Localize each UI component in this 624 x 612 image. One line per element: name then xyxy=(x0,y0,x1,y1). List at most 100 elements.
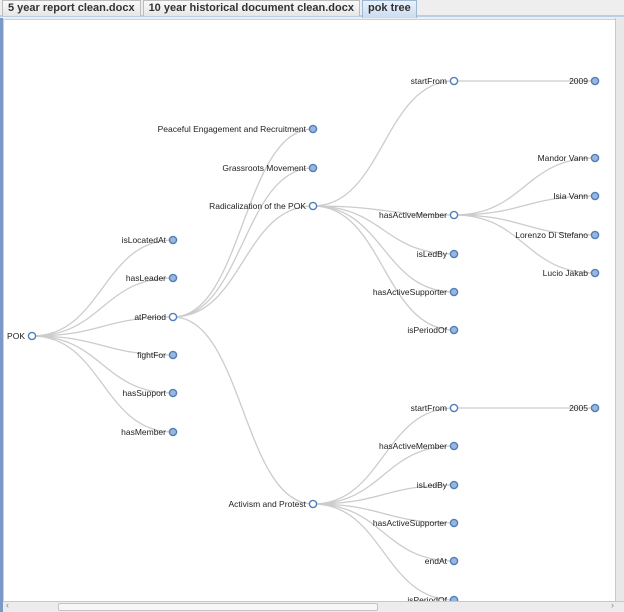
tree-node-label[interactable]: endAt xyxy=(425,556,448,566)
tree-node-label[interactable]: Peaceful Engagement and Recruitment xyxy=(158,124,307,134)
tree-node-label[interactable]: isLedBy xyxy=(417,249,448,259)
tree-node-label[interactable]: Mandor Vann xyxy=(538,153,589,163)
tree-node-label[interactable]: Lorenzo Di Stefano xyxy=(515,230,588,240)
tree-canvas: POK isLocatedAt hasLeader atPeriod Peaceful … xyxy=(3,19,616,603)
scroll-left-arrow-icon[interactable]: ‹ xyxy=(6,600,9,610)
tree-node-label[interactable]: startFrom xyxy=(411,76,447,86)
expanded-node-circle-icon[interactable] xyxy=(27,331,37,341)
tree-node[interactable]: hasLeader xyxy=(126,273,178,283)
vertical-scrollbar[interactable] xyxy=(615,18,624,603)
tree-node[interactable]: hasSupport xyxy=(123,388,178,398)
tree-link xyxy=(312,503,455,562)
collapsed-node-circle-icon[interactable] xyxy=(168,235,178,245)
collapsed-node-circle-icon[interactable] xyxy=(590,268,600,278)
tree-node-label[interactable]: hasActiveMember xyxy=(379,210,447,220)
tree-node[interactable]: Activism and Protest xyxy=(229,499,318,509)
horizontal-scrollbar[interactable]: ‹ › xyxy=(3,600,624,612)
collapsed-node-circle-icon[interactable] xyxy=(590,230,600,240)
tree-node[interactable]: isLedBy xyxy=(417,480,459,490)
collapsed-node-circle-icon[interactable] xyxy=(168,388,178,398)
collapsed-node-circle-icon[interactable] xyxy=(449,518,459,528)
tree-node-label[interactable]: isLedBy xyxy=(417,480,448,490)
expanded-node-circle-icon[interactable] xyxy=(308,499,318,509)
tree-link xyxy=(453,214,596,236)
tree-node-label[interactable]: hasActiveSupporter xyxy=(373,287,447,297)
tree-node-label[interactable]: atPeriod xyxy=(134,312,166,322)
expanded-node-circle-icon[interactable] xyxy=(449,210,459,220)
tree-node-label[interactable]: hasActiveSupporter xyxy=(373,518,447,528)
tree-node-label[interactable]: isPeriodOf xyxy=(407,325,447,335)
collapsed-node-circle-icon[interactable] xyxy=(168,273,178,283)
tree-node-label[interactable]: isLocatedAt xyxy=(122,235,167,245)
expanded-node-circle-icon[interactable] xyxy=(449,403,459,413)
expanded-node-circle-icon[interactable] xyxy=(449,76,459,86)
tab-10-year-historical-document[interactable]: 10 year historical document clean.docx xyxy=(142,0,360,16)
tree-link xyxy=(172,205,314,318)
tree-node-label[interactable]: startFrom xyxy=(411,403,447,413)
tree-node[interactable]: hasActiveMember xyxy=(379,441,459,451)
tree-node-label[interactable]: Radicalization of the POK xyxy=(209,201,306,211)
tree-node-label[interactable]: Grassroots Movement xyxy=(222,163,306,173)
collapsed-node-circle-icon[interactable] xyxy=(168,350,178,360)
tree-node-label[interactable]: POK xyxy=(7,331,25,341)
tab-5-year-report[interactable]: 5 year report clean.docx xyxy=(2,0,141,16)
collapsed-node-circle-icon[interactable] xyxy=(449,480,459,490)
collapsed-node-circle-icon[interactable] xyxy=(449,556,459,566)
tree-node[interactable]: hasMember xyxy=(121,427,178,437)
collapsed-node-circle-icon[interactable] xyxy=(590,403,600,413)
tree-node[interactable]: Lucio Jakab xyxy=(543,268,600,278)
collapsed-node-circle-icon[interactable] xyxy=(590,153,600,163)
tree-link xyxy=(31,335,174,356)
collapsed-node-circle-icon[interactable] xyxy=(590,191,600,201)
collapsed-node-circle-icon[interactable] xyxy=(590,76,600,86)
tree-node-label[interactable]: hasActiveMember xyxy=(379,441,447,451)
tree-node[interactable]: isPeriodOf xyxy=(407,325,459,335)
tree-node[interactable]: hasActiveSupporter xyxy=(373,518,459,528)
collapsed-node-circle-icon[interactable] xyxy=(449,595,459,603)
expanded-node-circle-icon[interactable] xyxy=(308,201,318,211)
tree-node-label[interactable]: Activism and Protest xyxy=(229,499,307,509)
tree-node[interactable]: Radicalization of the POK xyxy=(209,201,318,211)
tree-node[interactable]: Peaceful Engagement and Recruitment xyxy=(158,124,318,134)
tree-node[interactable]: atPeriod xyxy=(134,312,178,322)
collapsed-node-circle-icon[interactable] xyxy=(449,249,459,259)
collapsed-node-circle-icon[interactable] xyxy=(449,441,459,451)
tree-node-label[interactable]: 2005 xyxy=(569,403,588,413)
tree-node[interactable]: 2009 xyxy=(569,76,600,86)
tree-node[interactable]: hasActiveMember xyxy=(379,210,459,220)
tree-node[interactable]: isPeriodOf xyxy=(407,595,459,603)
tree-node[interactable]: fightFor xyxy=(137,350,178,360)
tree-node[interactable]: hasActiveSupporter xyxy=(373,287,459,297)
tree-node[interactable]: Mandor Vann xyxy=(538,153,600,163)
tree-node-label[interactable]: hasLeader xyxy=(126,273,166,283)
tree-link xyxy=(31,335,174,433)
tree-node[interactable]: 2005 xyxy=(569,403,600,413)
tree-node[interactable]: endAt xyxy=(425,556,459,566)
expanded-node-circle-icon[interactable] xyxy=(168,312,178,322)
tree-node-label[interactable]: 2009 xyxy=(569,76,588,86)
tree-link xyxy=(312,484,455,505)
collapsed-node-circle-icon[interactable] xyxy=(308,124,318,134)
tab-pok-tree[interactable]: pok tree xyxy=(361,0,417,18)
tree-node[interactable]: Lorenzo Di Stefano xyxy=(515,230,600,240)
tree-link xyxy=(312,205,455,331)
tree-node-label[interactable]: Lucio Jakab xyxy=(543,268,589,278)
tree-node-label[interactable]: fightFor xyxy=(137,350,166,360)
tree-node-label[interactable]: hasMember xyxy=(121,427,166,437)
tree-node[interactable]: POK xyxy=(7,331,37,341)
tree-node[interactable]: startFrom xyxy=(411,76,459,86)
horizontal-scroll-thumb[interactable] xyxy=(58,603,378,611)
collapsed-node-circle-icon[interactable] xyxy=(308,163,318,173)
collapsed-node-circle-icon[interactable] xyxy=(449,325,459,335)
collapsed-node-circle-icon[interactable] xyxy=(168,427,178,437)
scroll-right-arrow-icon[interactable]: › xyxy=(611,600,614,610)
tree-node[interactable]: isLedBy xyxy=(417,249,459,259)
tree-node[interactable]: startFrom xyxy=(411,403,459,413)
collapsed-node-circle-icon[interactable] xyxy=(449,287,459,297)
tree-node[interactable]: isLocatedAt xyxy=(122,235,178,245)
tree-node[interactable]: Grassroots Movement xyxy=(222,163,318,173)
tree-node-label[interactable]: hasSupport xyxy=(123,388,167,398)
tree-node-label[interactable]: Isia Vann xyxy=(553,191,588,201)
tree-node-label[interactable]: isPeriodOf xyxy=(407,595,447,603)
tree-node[interactable]: Isia Vann xyxy=(553,191,600,201)
